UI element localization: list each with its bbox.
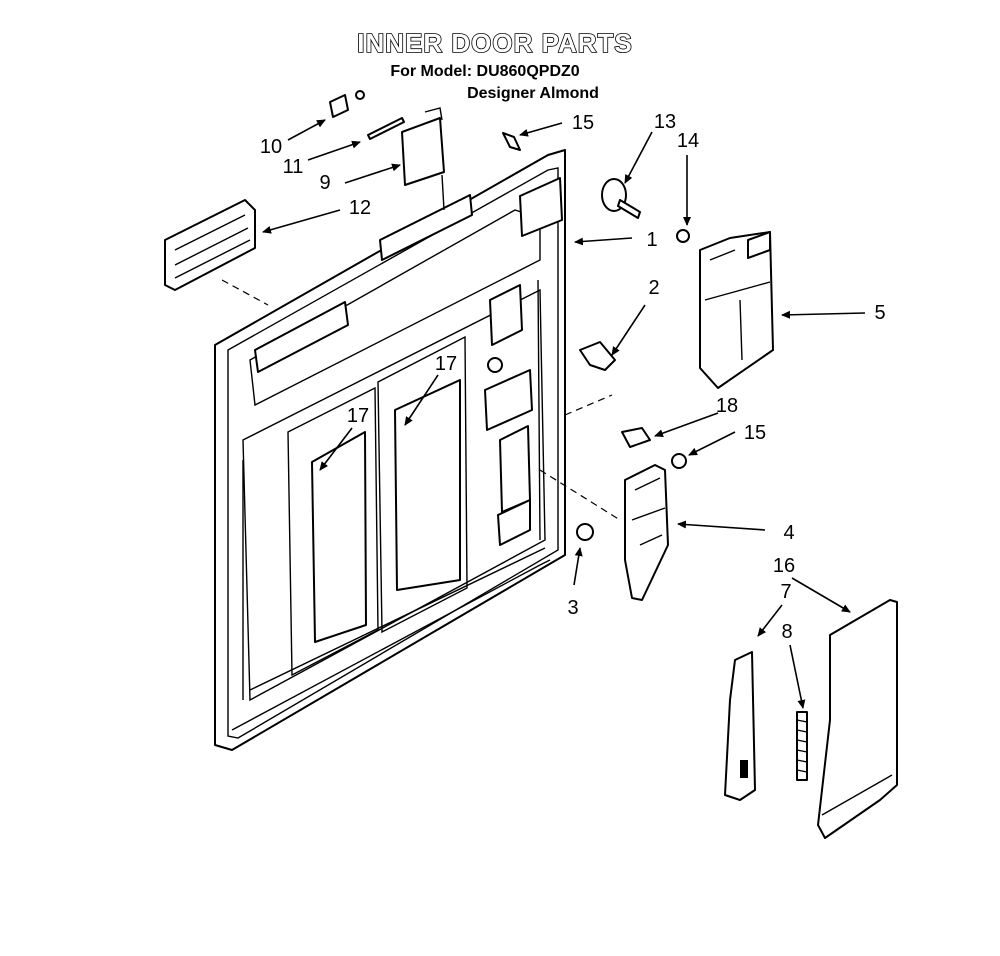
side-bracket <box>724 651 756 801</box>
callout-15-top: 15 <box>572 112 594 134</box>
callout-3: 3 <box>567 597 578 619</box>
leader-lines <box>262 119 866 709</box>
top-rack-bracket <box>164 199 256 291</box>
callout-labels: 1 2 3 4 5 7 8 9 10 11 12 13 14 15 15 16 … <box>260 111 886 643</box>
callout-4: 4 <box>783 522 794 544</box>
callout-17-left: 17 <box>347 405 369 427</box>
hinge-screw <box>579 341 616 371</box>
callout-12: 12 <box>349 197 371 219</box>
diagram-title: INNER DOOR PARTS <box>357 28 633 58</box>
callout-16: 16 <box>773 555 795 577</box>
callout-8: 8 <box>781 621 792 643</box>
vent-cover <box>401 117 445 186</box>
callout-1: 1 <box>646 229 657 251</box>
bumper <box>576 523 594 541</box>
spring <box>796 711 808 781</box>
rinse-knob <box>601 178 641 219</box>
rod <box>367 117 405 140</box>
clip <box>329 94 349 118</box>
inner-door-panel <box>214 149 566 751</box>
color-line: Designer Almond <box>467 85 599 102</box>
nut <box>676 229 690 243</box>
door-latch <box>624 464 669 601</box>
screw-top <box>502 132 521 151</box>
screw-mid <box>671 453 687 469</box>
callout-5: 5 <box>874 302 885 324</box>
side-panel <box>817 599 898 839</box>
callout-9: 9 <box>319 172 330 194</box>
callout-18: 18 <box>716 395 738 417</box>
switch <box>621 427 651 448</box>
callout-15-mid: 15 <box>744 422 766 444</box>
callout-11: 11 <box>283 156 304 178</box>
callout-10: 10 <box>260 136 282 158</box>
callout-14: 14 <box>677 130 699 152</box>
callout-7: 7 <box>780 581 791 603</box>
callout-13: 13 <box>654 111 676 133</box>
model-line: For Model: DU860QPDZ0 <box>390 63 579 80</box>
callout-2: 2 <box>648 277 659 299</box>
dispenser-module <box>699 231 774 389</box>
callout-17-right: 17 <box>435 353 457 375</box>
